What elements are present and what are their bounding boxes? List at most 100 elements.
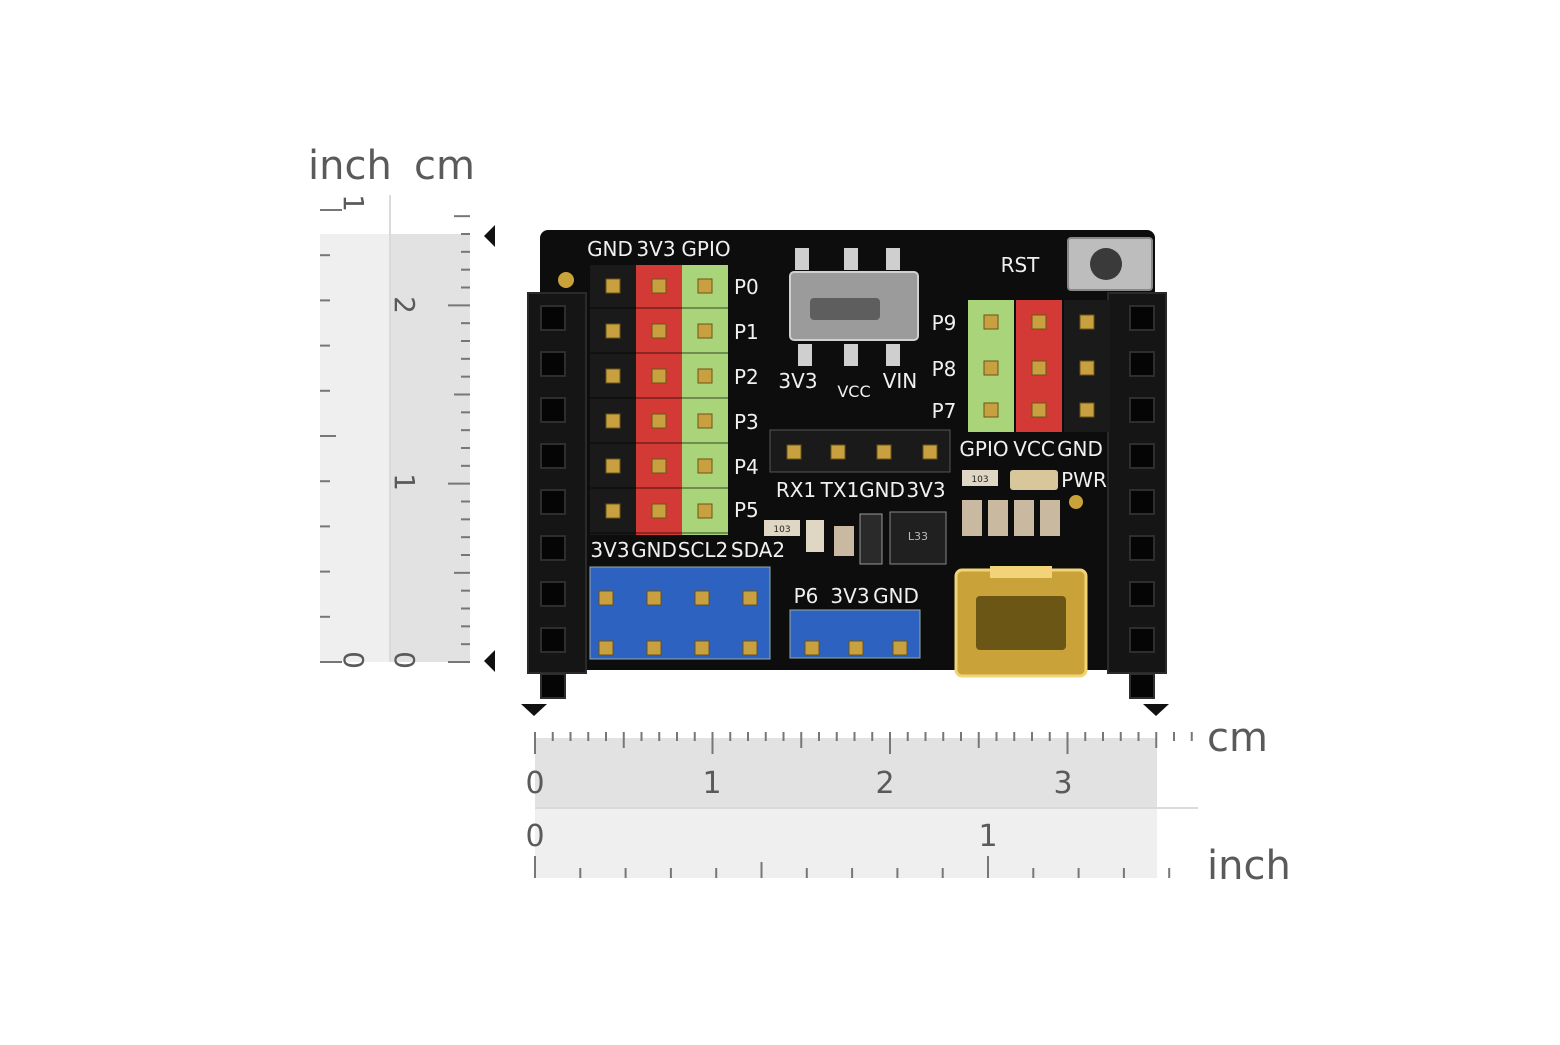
- horizontal-ruler: 0 1 2 3 0 1: [521, 704, 1198, 878]
- header-pin: [646, 590, 662, 606]
- vruler-cm-tick-2: 2: [388, 296, 421, 314]
- header-pin: [983, 402, 999, 418]
- label-p1: P1: [734, 320, 759, 344]
- label-p2: P2: [734, 365, 759, 389]
- header-pin: [605, 458, 621, 474]
- header-pin: [697, 413, 713, 429]
- label-scl2: SCL2: [678, 538, 729, 562]
- header-pin: [697, 368, 713, 384]
- label-gnd-bottom: GND: [631, 538, 677, 562]
- vruler-cm-tick-1: 1: [388, 473, 421, 491]
- hruler-cm-tick-0: 0: [525, 766, 544, 801]
- header-pin: [651, 278, 667, 294]
- header-pin: [605, 323, 621, 339]
- hruler-cm-tick-2: 2: [875, 766, 894, 801]
- label-p3: P3: [734, 410, 759, 434]
- vruler-inch-tick-1: 1: [337, 194, 370, 212]
- left-side-header: [527, 292, 587, 674]
- header-pin: [786, 444, 802, 460]
- label-sda2: SDA2: [731, 538, 785, 562]
- label-switch-3v3: 3V3: [778, 369, 817, 393]
- header-pin: [605, 368, 621, 384]
- vruler-cm-tick-0: 0: [388, 651, 421, 669]
- label-vcc-right: VCC: [1013, 437, 1055, 461]
- header-pin: [983, 360, 999, 376]
- socket-hole-left: [540, 351, 566, 377]
- micro-usb-connector[interactable]: [954, 566, 1088, 678]
- label-gpio-top: GPIO: [681, 237, 730, 261]
- header-pin: [876, 444, 892, 460]
- header-pin: [983, 314, 999, 330]
- socket-hole-left: [540, 627, 566, 653]
- label-p0: P0: [734, 275, 759, 299]
- header-pin: [651, 413, 667, 429]
- label-rst: RST: [1001, 253, 1041, 277]
- header-pin: [605, 278, 621, 294]
- header-pin: [830, 444, 846, 460]
- socket-hole-right: [1129, 673, 1155, 699]
- label-3v3-top: 3V3: [636, 237, 675, 261]
- right-side-header: [1107, 292, 1167, 674]
- regulator-code: L33: [908, 530, 928, 543]
- label-pwr: PWR: [1061, 468, 1107, 492]
- socket-hole-left: [540, 305, 566, 331]
- socket-hole-left: [540, 535, 566, 561]
- silkscreen: GND 3V3 GPIO P0 P1 P2 P3 P4 P5 3V3 GND S…: [587, 237, 1107, 608]
- header-pin: [742, 640, 758, 656]
- header-pin: [651, 323, 667, 339]
- socket-hole-left: [540, 443, 566, 469]
- socket-hole-left: [540, 397, 566, 423]
- header-pin: [922, 444, 938, 460]
- header-pin: [651, 368, 667, 384]
- label-3v3-p6: 3V3: [830, 584, 869, 608]
- label-3v3-uart: 3V3: [906, 478, 945, 502]
- label-p6: P6: [794, 584, 819, 608]
- pcb-board: GND 3V3 GPIO P0 P1 P2 P3 P4 P5 3V3 GND S…: [527, 230, 1167, 699]
- label-gpio-right: GPIO: [959, 437, 1008, 461]
- hruler-inch-tick-1: 1: [978, 819, 997, 854]
- header-pin: [804, 640, 820, 656]
- header-pin: [697, 323, 713, 339]
- vruler-bottom-marker: [484, 650, 495, 672]
- hruler-inch-tick-0: 0: [525, 819, 544, 854]
- label-switch-vcc: VCC: [837, 382, 870, 401]
- header-pin: [1031, 360, 1047, 376]
- header-pin: [605, 413, 621, 429]
- header-pin: [1079, 360, 1095, 376]
- socket-hole-left: [540, 581, 566, 607]
- header-pin: [697, 503, 713, 519]
- hruler-cm-tick-1: 1: [702, 766, 721, 801]
- header-pin: [694, 590, 710, 606]
- label-p4: P4: [734, 455, 759, 479]
- hruler-inch-label: inch: [1207, 843, 1291, 889]
- hruler-cm-label: cm: [1207, 715, 1268, 761]
- label-gnd-p6: GND: [873, 584, 919, 608]
- vruler-inch-label: inch: [308, 143, 392, 189]
- resistor-code-1: 103: [773, 525, 790, 535]
- socket-hole-right: [1129, 627, 1155, 653]
- reset-button[interactable]: [1067, 237, 1153, 291]
- label-p5: P5: [734, 498, 759, 522]
- header-pin: [1031, 314, 1047, 330]
- label-rx1: RX1: [776, 478, 816, 502]
- header-pin: [598, 590, 614, 606]
- vruler-top-marker: [484, 225, 495, 247]
- header-pin: [742, 590, 758, 606]
- header-pin: [892, 640, 908, 656]
- socket-hole-left: [540, 489, 566, 515]
- label-switch-vin: VIN: [883, 369, 918, 393]
- label-gnd-right: GND: [1057, 437, 1103, 461]
- hruler-left-marker: [521, 704, 547, 716]
- label-p9: P9: [932, 311, 957, 335]
- smd-components: [558, 272, 1083, 565]
- header-pin: [646, 640, 662, 656]
- resistor-code-2: 103: [971, 475, 988, 485]
- vruler-cm-label: cm: [414, 143, 475, 189]
- socket-hole-left: [540, 673, 566, 699]
- header-pin: [694, 640, 710, 656]
- label-p8: P8: [932, 357, 957, 381]
- header-pin: [697, 458, 713, 474]
- power-select-switch[interactable]: [789, 248, 919, 366]
